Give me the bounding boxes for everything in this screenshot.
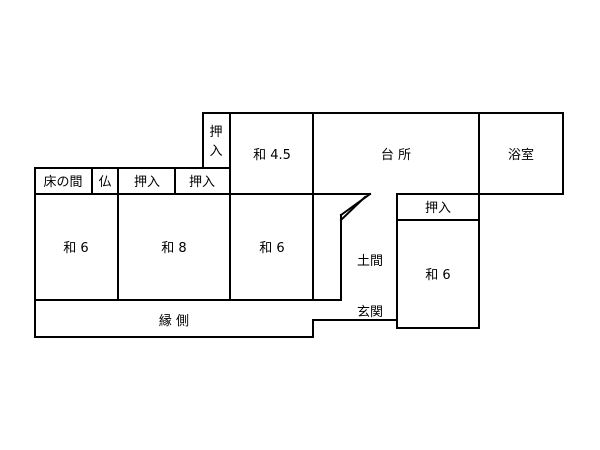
walls [34, 112, 564, 338]
room-label-tokonoma: 床の間 [43, 175, 82, 190]
room-label-washitsu-6-right: 和 6 [425, 268, 450, 283]
room-label-closet-2: 押入 [189, 175, 215, 190]
room-label-closet-top-char-1: 押 [209, 125, 222, 140]
room-label-bathroom: 浴室 [508, 147, 534, 163]
room-label-kitchen: 台 所 [381, 148, 411, 163]
room-label-closet-right: 押入 [425, 201, 451, 216]
room-label-doma: 土間 [357, 254, 383, 269]
room-label-washitsu-6-left: 和 6 [63, 241, 88, 256]
room-label-closet-top-char-2: 入 [209, 144, 222, 159]
room-label-washitsu-8: 和 8 [161, 241, 186, 256]
room-label-entrance: 玄関 [357, 305, 383, 320]
room-label-engawa: 縁 側 [159, 313, 189, 329]
room-label-washitsu-6-center: 和 6 [259, 241, 284, 256]
room-label-closet-1: 押入 [134, 175, 160, 190]
room-label-butsuma: 仏 [98, 175, 111, 190]
room-label-washitsu-4-5: 和 4.5 [253, 148, 291, 163]
